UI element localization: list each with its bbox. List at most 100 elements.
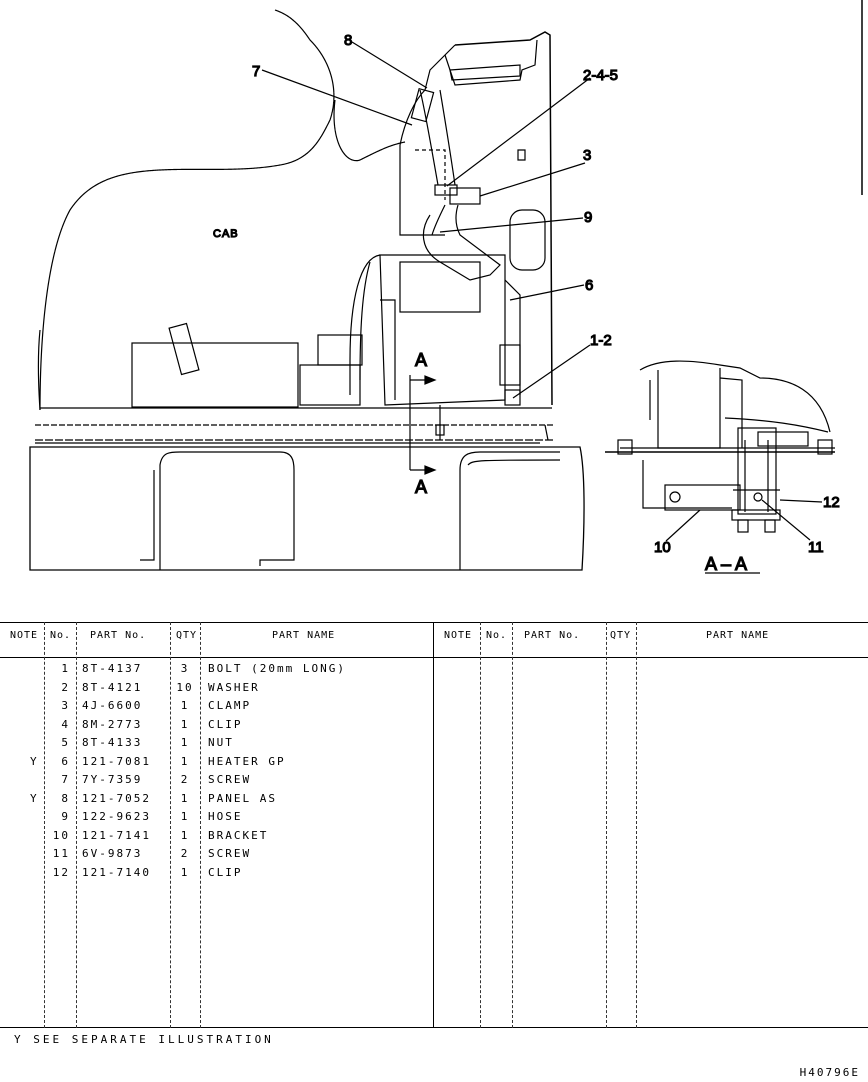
- row-no: 11: [52, 847, 70, 860]
- table-row: 10 121-7141 1 BRACKET: [0, 829, 434, 847]
- header-part-no: PART No.: [90, 630, 147, 641]
- col-divider: [636, 622, 637, 1028]
- row-part-name: HEATER GP: [208, 754, 286, 768]
- section-marker-bottom: A: [415, 477, 427, 497]
- header-no: No.: [50, 630, 72, 641]
- row-part-no: 121-7140: [82, 865, 151, 879]
- drawing-number: H40796E: [799, 1066, 860, 1079]
- row-part-name: HOSE: [208, 810, 243, 823]
- table-row: 4 8M-2773 1 CLIP: [0, 718, 434, 736]
- row-no: 12: [52, 865, 70, 879]
- callout-11: 11: [808, 539, 824, 556]
- callout-3: 3: [583, 147, 591, 164]
- header-part-no-2: PART No.: [524, 630, 581, 641]
- parts-table: NOTE No. PART No. QTY PART NAME NOTE No.…: [0, 622, 868, 1028]
- callout-9: 9: [584, 209, 592, 226]
- row-part-name: BOLT (20mm LONG): [208, 662, 346, 675]
- col-divider: [76, 622, 77, 1028]
- row-no: 3: [61, 699, 70, 712]
- row-part-name: SCREW: [208, 847, 252, 860]
- row-part-no: 121-7081: [82, 754, 151, 768]
- table-row: 11 6V-9873 2 SCREW: [0, 847, 434, 865]
- header-qty-2: QTY: [610, 630, 632, 641]
- row-part-name: SCREW: [208, 773, 252, 786]
- row-no: 1: [61, 662, 70, 675]
- col-divider: [44, 622, 45, 1028]
- row-qty: 10: [176, 680, 194, 694]
- row-no: 2: [61, 680, 70, 694]
- row-qty: 3: [180, 662, 190, 675]
- row-part-no: 4J-6600: [82, 699, 143, 712]
- row-part-no: 121-7052: [82, 791, 151, 805]
- table-row: 2 8T-4121 10 WASHER: [0, 681, 434, 699]
- col-divider: [170, 622, 171, 1028]
- callout-10: 10: [654, 539, 671, 556]
- row-part-name: WASHER: [208, 680, 260, 694]
- row-part-no: 6V-9873: [82, 847, 143, 860]
- row-part-no: 7Y-7359: [82, 773, 143, 786]
- col-divider: [512, 622, 513, 1028]
- row-qty: 1: [180, 791, 190, 805]
- col-divider: [200, 622, 201, 1028]
- header-note-2: NOTE: [444, 630, 473, 641]
- row-part-name: BRACKET: [208, 828, 269, 842]
- row-part-no: 8T-4121: [82, 680, 143, 694]
- row-qty: 1: [180, 828, 190, 842]
- row-no: 8: [61, 791, 70, 805]
- section-marker-top: A: [415, 350, 427, 370]
- header-qty: QTY: [176, 630, 198, 641]
- row-no: 5: [61, 736, 70, 749]
- row-note: Y: [30, 791, 39, 805]
- callout-2-4-5: 2-4-5: [583, 67, 618, 84]
- table-row: 12 121-7140 1 CLIP: [0, 866, 434, 884]
- row-no: 4: [61, 717, 70, 731]
- row-qty: 1: [180, 810, 190, 823]
- row-part-name: CLIP: [208, 717, 243, 731]
- callout-12: 12: [823, 494, 840, 511]
- footnote: Y SEE SEPARATE ILLUSTRATION: [14, 1033, 274, 1046]
- row-part-no: 122-9623: [82, 810, 151, 823]
- row-no: 9: [61, 810, 70, 823]
- row-part-no: 121-7141: [82, 828, 151, 842]
- table-row: 3 4J-6600 1 CLAMP: [0, 699, 434, 717]
- row-qty: 2: [180, 773, 190, 786]
- row-qty: 2: [180, 847, 190, 860]
- cab-label: CAB: [213, 228, 239, 240]
- row-part-name: CLIP: [208, 865, 243, 879]
- row-no: 7: [61, 773, 70, 786]
- row-no: 6: [61, 754, 70, 768]
- row-part-name: NUT: [208, 736, 234, 749]
- assembly-drawing: 8 7 2-4-5 3 9 6 1-2 12 10 11 CAB A A A –…: [29, 0, 863, 575]
- table-top-rule: [0, 622, 868, 623]
- table-row: 7 7Y-7359 2 SCREW: [0, 773, 434, 791]
- table-header-rule: [0, 657, 868, 658]
- callout-1-2: 1-2: [590, 332, 612, 349]
- row-part-name: CLAMP: [208, 699, 252, 712]
- table-row: 5 8T-4133 1 NUT: [0, 736, 434, 754]
- row-no: 10: [52, 828, 70, 842]
- row-part-name: PANEL AS: [208, 791, 277, 805]
- callout-6: 6: [585, 277, 593, 294]
- header-part-name-2: PART NAME: [706, 630, 770, 641]
- table-row: 1 8T-4137 3 BOLT (20mm LONG): [0, 662, 434, 680]
- col-divider: [433, 622, 434, 1028]
- table-row: Y 8 121-7052 1 PANEL AS: [0, 792, 434, 810]
- row-qty: 1: [180, 699, 190, 712]
- row-qty: 1: [180, 865, 190, 879]
- row-part-no: 8T-4133: [82, 736, 143, 749]
- col-divider: [480, 622, 481, 1028]
- header-no-2: No.: [486, 630, 508, 641]
- cab-outline: [39, 9, 406, 411]
- row-note: Y: [30, 754, 39, 768]
- col-divider: [606, 622, 607, 1028]
- row-qty: 1: [180, 717, 190, 731]
- callout-7: 7: [252, 63, 260, 80]
- callout-8: 8: [344, 32, 352, 49]
- header-part-name: PART NAME: [272, 630, 336, 641]
- table-row: 9 122-9623 1 HOSE: [0, 810, 434, 828]
- header-note: NOTE: [10, 630, 39, 641]
- row-part-no: 8T-4137: [82, 662, 143, 675]
- row-part-no: 8M-2773: [82, 717, 143, 731]
- table-row: Y 6 121-7081 1 HEATER GP: [0, 755, 434, 773]
- row-qty: 1: [180, 754, 190, 768]
